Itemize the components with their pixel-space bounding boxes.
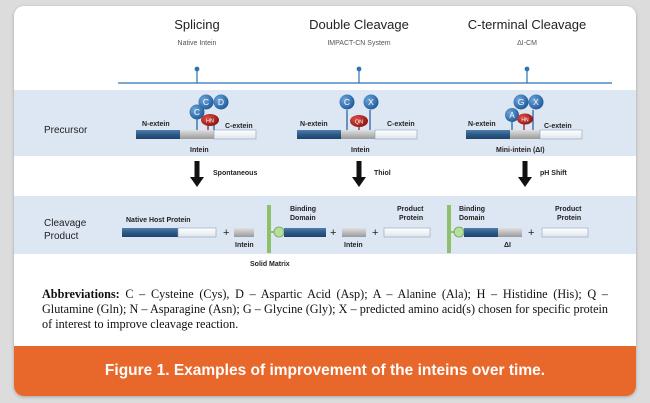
residue-d-1-label: D <box>218 97 224 107</box>
arrow-label-ph-shift: pH Shift <box>540 170 567 177</box>
product-protein-label-2a: Product <box>397 206 424 213</box>
residue-g-3 <box>513 94 529 110</box>
figure-card: Splicing Native Intein Double Cleavage I… <box>14 6 636 396</box>
column-title-c-terminal-cleavage: C-terminal Cleavage <box>468 17 587 32</box>
arrow-double-cleavage <box>352 161 366 187</box>
pin-head-2 <box>356 66 362 72</box>
residue-qn-2 <box>350 115 368 127</box>
c-extein-bar-3 <box>539 129 583 140</box>
product-protein-bar-3 <box>541 227 589 238</box>
mini-intein-label-3: Mini-intein (ΔI) <box>496 147 545 154</box>
arrow-label-spontaneous: Spontaneous <box>213 170 257 177</box>
binding-domain-bar-3 <box>464 228 498 237</box>
residue-a-3 <box>505 108 519 122</box>
residue-hn-1-label: HN <box>206 119 214 125</box>
n-extein-bar-2 <box>297 130 341 139</box>
column-subtitle-double-cleavage: IMPACT-CN System <box>327 40 390 47</box>
column-title-double-cleavage: Double Cleavage <box>309 17 409 32</box>
plus-4: + <box>528 227 534 239</box>
solid-matrix-bar-3 <box>447 205 451 253</box>
product-protein-label-3b: Protein <box>557 215 581 222</box>
c-extein-label-2: C-extein <box>387 121 415 128</box>
residue-x-2 <box>363 94 379 110</box>
c-extein-label-1: C-extein <box>225 123 253 130</box>
row-label-product: Product <box>44 231 79 242</box>
row-label-precursor: Precursor <box>44 125 88 136</box>
residue-c-1a-label: C <box>194 107 200 117</box>
intein-product-bar-2 <box>342 228 366 237</box>
delta-i-label-3: ΔI <box>504 242 511 249</box>
column-title-splicing: Splicing <box>174 17 220 32</box>
arrow-label-thiol: Thiol <box>374 170 391 177</box>
residue-d-1 <box>213 94 229 110</box>
residue-c-1b-label: C <box>203 97 209 107</box>
residue-a-3-label: A <box>509 111 515 120</box>
abbreviations-paragraph: Abbreviations: C – Cysteine (Cys), D – A… <box>42 287 608 332</box>
solid-matrix-label: Solid Matrix <box>250 261 290 268</box>
abbreviations-heading: Abbreviations: <box>42 287 120 301</box>
arrow-c-terminal <box>518 161 532 187</box>
plus-3: + <box>372 227 378 239</box>
intein-bar-1 <box>180 130 214 139</box>
native-host-protein-label: Native Host Protein <box>126 217 191 224</box>
binding-domain-label-3b: Domain <box>459 215 485 222</box>
intein-product-bar-1 <box>234 228 254 237</box>
c-extein-bar-1 <box>213 129 257 140</box>
pin-head-3 <box>524 66 530 72</box>
binding-domain-bar-2 <box>284 228 326 237</box>
native-host-protein-bar-blue <box>122 228 178 237</box>
residue-c-2 <box>339 94 355 110</box>
product-band <box>14 196 636 254</box>
abbreviations-text: C – Cysteine (Cys), D – Aspartic Acid (A… <box>42 287 609 331</box>
residue-x-3 <box>528 94 544 110</box>
product-protein-bar-2 <box>383 227 431 238</box>
binding-domain-bead-2 <box>273 226 285 238</box>
caption-bar: Figure 1. Examples of improvement of the… <box>14 346 636 396</box>
plus-2: + <box>330 227 336 239</box>
plus-1: + <box>223 227 229 239</box>
delta-i-bar-3 <box>498 228 522 237</box>
residue-hn-1 <box>201 114 219 126</box>
residue-x-2-label: X <box>368 97 374 107</box>
residue-c-1b <box>198 94 214 110</box>
n-extein-label-1: N-extein <box>142 121 170 128</box>
intein-label-1: Intein <box>190 147 209 154</box>
column-subtitle-splicing: Native Intein <box>178 40 217 47</box>
n-extein-label-2: N-extein <box>300 121 328 128</box>
pin-head-1 <box>194 66 200 72</box>
intein-product-label-1: Intein <box>235 242 254 249</box>
residue-c-2-label: C <box>344 97 350 107</box>
intein-bar-2 <box>341 130 375 139</box>
intein-diagram: Splicing Native Intein Double Cleavage I… <box>14 17 636 268</box>
column-subtitle-c-terminal-cleavage: ΔI-CM <box>517 40 537 47</box>
native-host-protein-bar-light <box>177 227 217 238</box>
row-label-cleavage: Cleavage <box>44 218 87 229</box>
binding-domain-bead-3 <box>453 226 465 238</box>
column-pins <box>118 70 612 84</box>
intein-product-label-2: Intein <box>344 242 363 249</box>
residue-x-3-label: X <box>533 97 539 107</box>
residue-hn-3-label: HN <box>521 118 529 124</box>
figure-caption: Figure 1. Examples of improvement of the… <box>104 362 546 379</box>
n-extein-bar-3 <box>466 130 510 139</box>
residue-hn-3 <box>517 113 533 125</box>
binding-domain-label-3a: Binding <box>459 206 485 213</box>
c-extein-bar-2 <box>374 129 418 140</box>
binding-domain-label-2a: Binding <box>290 206 316 213</box>
residue-c-1a <box>189 104 205 120</box>
binding-domain-label-2b: Domain <box>290 215 316 222</box>
n-extein-bar-1 <box>136 130 180 139</box>
c-extein-label-3: C-extein <box>544 123 572 130</box>
mini-intein-bar-3 <box>510 130 540 139</box>
intein-label-2: Intein <box>351 147 370 154</box>
solid-matrix-bar <box>267 205 271 253</box>
product-protein-label-2b: Protein <box>399 215 423 222</box>
residue-qn-2-label: QN <box>355 120 363 126</box>
product-protein-label-3a: Product <box>555 206 582 213</box>
residue-g-3-label: G <box>518 97 525 107</box>
n-extein-label-3: N-extein <box>468 121 496 128</box>
arrow-splicing <box>190 161 204 187</box>
